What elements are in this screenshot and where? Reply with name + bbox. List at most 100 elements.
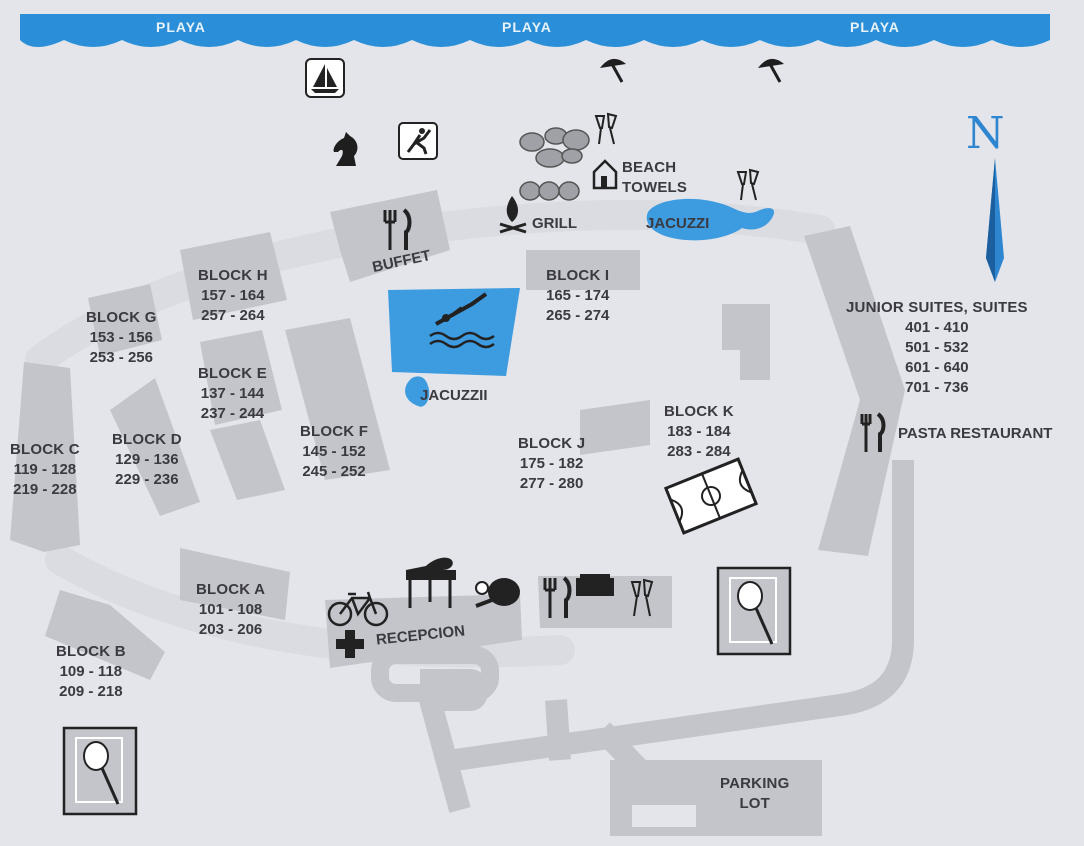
room-range: 157 - 164 bbox=[201, 287, 265, 304]
tennis-court-icon bbox=[716, 566, 792, 656]
room-range: 601 - 640 bbox=[905, 359, 969, 376]
room-range: 137 - 144 bbox=[200, 385, 265, 402]
north-letter: N bbox=[966, 108, 1005, 159]
room-range: 501 - 532 bbox=[905, 339, 969, 356]
beach-towels-line: TOWELS bbox=[622, 179, 688, 196]
room-range: 219 - 228 bbox=[13, 481, 77, 498]
room-range: 119 - 128 bbox=[13, 461, 77, 478]
block-c-label: BLOCK C 119 - 128 219 - 228 bbox=[10, 440, 80, 500]
block-j-label: BLOCK J 175 - 182 277 - 280 bbox=[518, 434, 585, 494]
jacuzzi-pool-label: JACUZZII bbox=[420, 387, 488, 404]
block-name: BLOCK E bbox=[198, 365, 267, 382]
champagne-icon bbox=[594, 112, 618, 145]
jacuzzi-top-pool bbox=[646, 198, 775, 241]
campfire-icon bbox=[499, 196, 527, 234]
grill-label: GRILL bbox=[532, 215, 577, 232]
umbrella-icon bbox=[600, 58, 626, 83]
block-j-building bbox=[580, 400, 650, 455]
block-i-building bbox=[526, 250, 640, 290]
block-name: BLOCK F bbox=[300, 423, 369, 440]
block-b-label: BLOCK B 109 - 118 209 - 218 bbox=[56, 642, 126, 702]
block-g-label: BLOCK G 153 - 156 253 - 256 bbox=[86, 308, 157, 368]
room-range: 253 - 256 bbox=[89, 349, 153, 366]
block-f-building bbox=[285, 318, 390, 480]
ping-pong-icon bbox=[475, 578, 520, 608]
block-name: BLOCK B bbox=[56, 643, 126, 660]
champagne-icon bbox=[630, 578, 654, 617]
pasta-restaurant-label: PASTA RESTAURANT bbox=[898, 425, 1053, 442]
swimmer-icon bbox=[429, 292, 495, 349]
block-d-building bbox=[110, 378, 200, 516]
block-h-label: BLOCK H 157 - 164 257 - 264 bbox=[198, 266, 268, 326]
room-range: 175 - 182 bbox=[519, 455, 584, 472]
room-range: 183 - 184 bbox=[667, 423, 731, 440]
room-range: 401 - 410 bbox=[905, 319, 969, 336]
parking-line: PARKING bbox=[720, 775, 790, 792]
room-range: 245 - 252 bbox=[302, 463, 366, 480]
block-d-label: BLOCK D 129 - 136 229 - 236 bbox=[112, 430, 182, 490]
north-arrow-icon bbox=[986, 158, 1004, 282]
block-g-building bbox=[88, 284, 162, 356]
room-range: 129 - 136 bbox=[115, 451, 179, 468]
main-pool bbox=[388, 288, 520, 376]
parking-lot-label: PARKING LOT bbox=[720, 774, 789, 814]
block-name: BLOCK H bbox=[198, 267, 268, 284]
room-range: 203 - 206 bbox=[198, 621, 263, 638]
room-range: 109 - 118 bbox=[59, 663, 123, 680]
block-a-building bbox=[180, 548, 290, 620]
block-e-building bbox=[200, 330, 282, 425]
block-a-label: BLOCK A 101 - 108 203 - 206 bbox=[196, 580, 265, 640]
jacuzzi-label: JACUZZI bbox=[646, 215, 710, 232]
block-k-building bbox=[722, 304, 770, 380]
block-e2-building bbox=[210, 420, 285, 500]
suites-name: JUNIOR SUITES, SUITES bbox=[846, 299, 1028, 316]
room-range: 145 - 152 bbox=[302, 443, 366, 460]
beach-strip bbox=[20, 14, 1050, 47]
tennis-court-icon bbox=[62, 726, 138, 816]
block-b-building bbox=[45, 590, 165, 680]
block-e-label: BLOCK E 137 - 144 237 - 244 bbox=[198, 364, 267, 424]
beach-hut-icon bbox=[592, 159, 618, 190]
horse-icon bbox=[333, 132, 358, 166]
block-name: BLOCK A bbox=[196, 581, 266, 598]
cutlery-icon bbox=[543, 576, 572, 618]
room-range: 277 - 280 bbox=[519, 475, 584, 492]
champagne-icon bbox=[736, 168, 760, 201]
room-range: 165 - 174 bbox=[546, 287, 610, 304]
beach-towels-label: BEACH TOWELS bbox=[622, 158, 687, 198]
suites-building bbox=[804, 226, 905, 556]
jacuzzi-pool bbox=[405, 376, 430, 407]
sofa-icon bbox=[576, 574, 614, 596]
sailboat-icon bbox=[305, 58, 345, 98]
room-range: 265 - 274 bbox=[546, 307, 610, 324]
beach-label: PLAYA bbox=[156, 19, 206, 35]
first-aid-icon bbox=[336, 630, 364, 658]
stones-icon bbox=[519, 127, 590, 201]
room-range: 237 - 244 bbox=[200, 405, 265, 422]
room-range: 257 - 264 bbox=[201, 307, 265, 324]
block-i-label: BLOCK I 165 - 174 265 - 274 bbox=[546, 266, 609, 326]
block-f-label: BLOCK F 145 - 152 245 - 252 bbox=[300, 422, 368, 482]
beach-label: PLAYA bbox=[502, 19, 552, 35]
block-name: BLOCK K bbox=[664, 403, 734, 420]
beach-label: PLAYA bbox=[850, 19, 900, 35]
block-c-building bbox=[10, 362, 80, 552]
basketball-court-icon bbox=[664, 457, 758, 535]
tennis-player-icon bbox=[398, 122, 438, 160]
room-range: 153 - 156 bbox=[89, 329, 153, 346]
cutlery-icon bbox=[383, 208, 412, 250]
block-name: BLOCK J bbox=[518, 435, 586, 452]
block-h-building bbox=[180, 232, 287, 320]
umbrella-icon bbox=[758, 58, 784, 83]
block-name: BLOCK I bbox=[546, 267, 610, 284]
block-name: BLOCK D bbox=[112, 431, 182, 448]
piano-icon bbox=[406, 557, 456, 608]
block-name: BLOCK C bbox=[10, 441, 80, 458]
beach-towels-line: BEACH bbox=[622, 159, 677, 176]
room-range: 283 - 284 bbox=[667, 443, 731, 460]
block-name: BLOCK G bbox=[86, 309, 157, 326]
block-k-label: BLOCK K 183 - 184 283 - 284 bbox=[664, 402, 734, 462]
parking-line: LOT bbox=[739, 795, 771, 812]
bicycle-icon bbox=[327, 591, 389, 627]
